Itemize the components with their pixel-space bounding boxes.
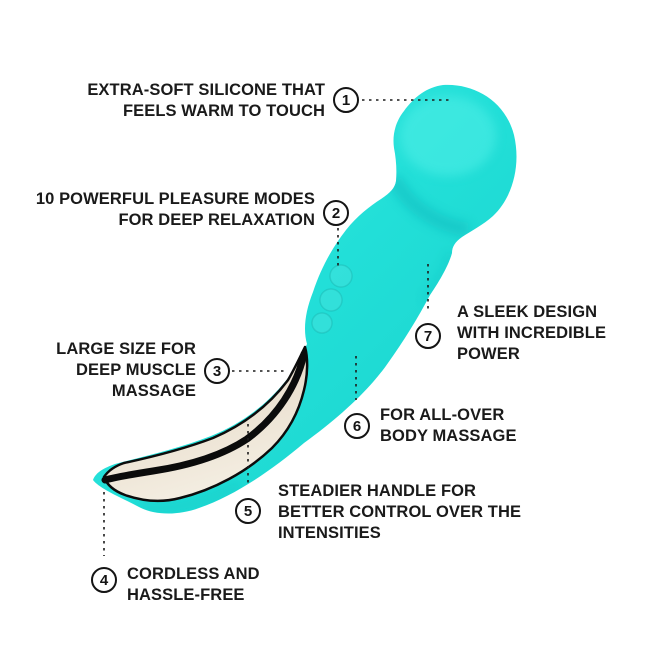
callout-label-7: A SLEEK DESIGN WITH INCREDIBLE POWER	[457, 303, 607, 363]
handle-inner-face	[102, 345, 309, 503]
callout-label-4: CORDLESS AND HASSLE-FREE	[127, 565, 260, 604]
callout-badge-7: 7	[415, 323, 441, 349]
callout-badge-1: 1	[333, 87, 359, 113]
callout-badge-4: 4	[91, 567, 117, 593]
handle-crease	[101, 350, 308, 484]
control-buttons	[311, 264, 353, 334]
callout-label-1: EXTRA-SOFT SILICONE THAT FEELS WARM TO T…	[87, 81, 325, 120]
callout-label-5: STEADIER HANDLE FOR BETTER CONTROL OVER …	[278, 482, 522, 542]
callout-label-3: LARGE SIZE FOR DEEP MUSCLE MASSAGE	[56, 340, 196, 400]
callout-label-2: 10 POWERFUL PLEASURE MODES FOR DEEP RELA…	[35, 190, 315, 229]
callout-badge-6: 6	[344, 413, 370, 439]
callout-label-6: FOR ALL-OVER BODY MASSAGE	[380, 406, 517, 445]
callout-badge-3: 3	[204, 358, 230, 384]
callout-lines	[103, 99, 449, 556]
callout-badge-5: 5	[235, 498, 261, 524]
callout-badge-2: 2	[323, 200, 349, 226]
wand-shading	[139, 96, 496, 512]
